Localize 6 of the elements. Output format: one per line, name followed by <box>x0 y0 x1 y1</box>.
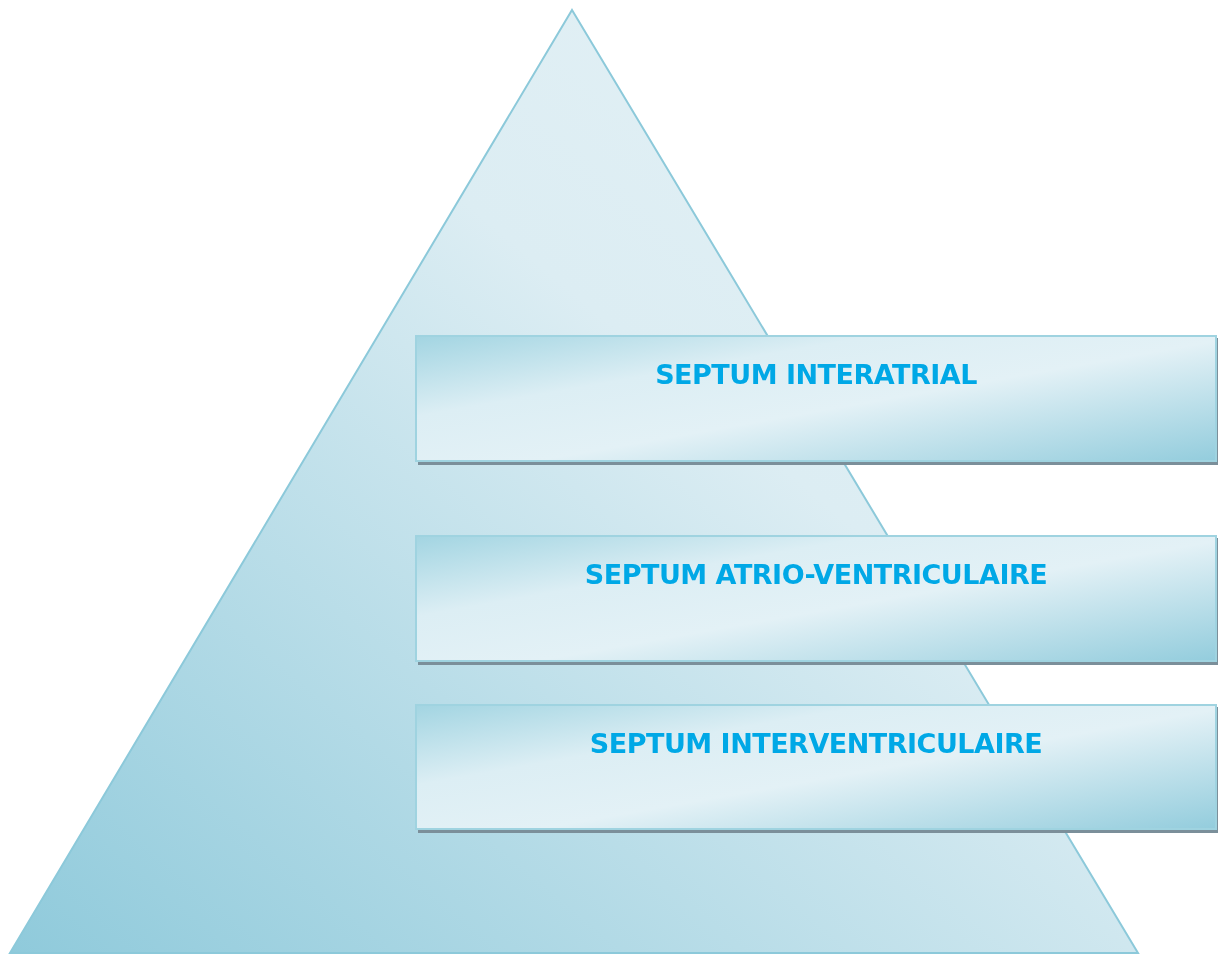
tier-box <box>415 335 1217 462</box>
tier-label: SEPTUM INTERVENTRICULAIRE <box>588 728 1044 759</box>
tier-label: SEPTUM INTERATRIAL <box>654 359 978 390</box>
tier-box <box>415 704 1217 830</box>
tier-label: SEPTUM ATRIO-VENTRICULAIRE <box>583 559 1049 590</box>
tier-box <box>415 535 1217 662</box>
